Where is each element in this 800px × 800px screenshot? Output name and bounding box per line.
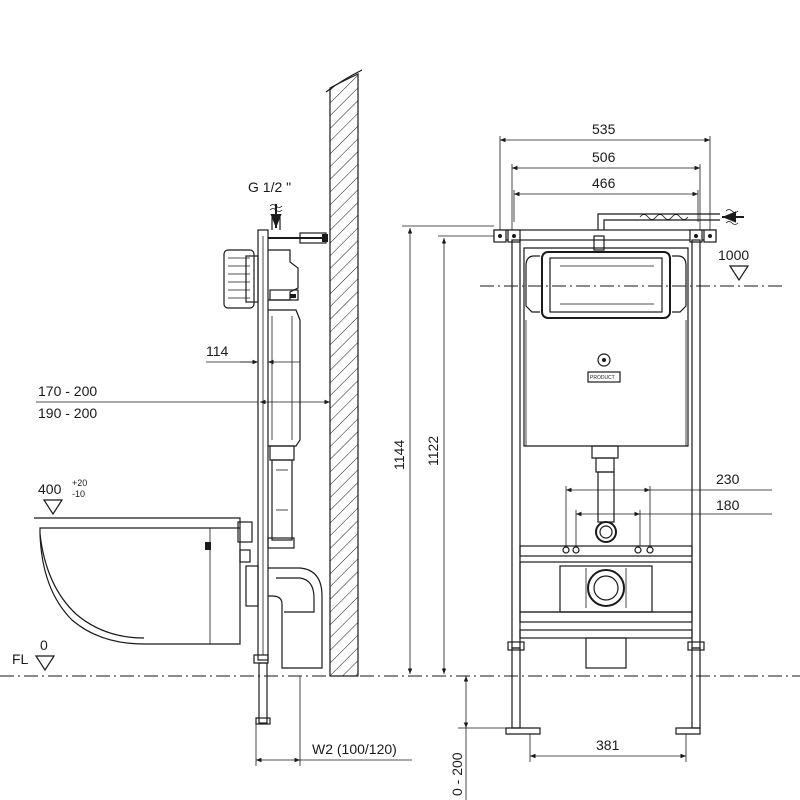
inlet-height-label: 1000 [718,247,749,263]
toilet-bowl [34,517,241,645]
front-right-leg [691,647,701,729]
front-view: 535 506 466 PRODUCT [391,121,786,762]
brand-badge [587,371,621,383]
width-mid-label: 506 [592,149,616,165]
bolt-inner-label: 180 [716,497,740,513]
floor-zero-label: 0 [40,637,48,653]
side-cistern [268,309,301,447]
side-frame-leg [258,662,268,724]
frame-depth-label: 114 [206,343,229,359]
width-outer-label: 535 [592,121,616,137]
badge-label: PRODUCT [590,375,615,381]
drain-elbow [268,567,323,669]
bolt-outer-label: 230 [716,471,740,487]
brand-logo-icon [597,353,611,367]
wall-section [329,73,359,677]
inlet-height-marker-icon [728,265,750,282]
width-inner-label: 466 [592,175,616,191]
inspection-window [541,251,671,319]
bowl-tolerance-plus: +20 [72,478,87,488]
floor-level-marker-icon [34,655,56,672]
supply-pipe [597,213,720,230]
water-inlet-label: G 1/2 " [248,179,291,195]
bowl-height-label: 400 [38,481,62,497]
bowl-tolerance-minus: -10 [72,489,85,499]
side-view: 400 +20 -10 0 FL G 1/2 " 114 170 - 200 1… [12,69,520,800]
front-top-rail [493,229,717,241]
frame-height-inner-label: 1122 [425,436,441,466]
front-cistern [523,247,689,447]
drain-outlet [587,569,625,607]
wall-gap-label-1: 170 - 200 [38,383,97,399]
bolt-crossbar [519,545,693,557]
bowl-height-marker-icon [42,499,64,516]
flush-button-housing [223,249,255,309]
wall-depth-label: W2 (100/120) [312,741,397,757]
frame-height-label: 1144 [391,440,407,470]
front-frame-left-rail [511,239,521,649]
flush-outlet [595,521,617,543]
front-frame-right-rail [691,239,701,649]
leg-spacing-label: 381 [596,737,620,753]
floor-level-label: FL [12,651,29,667]
leg-adjust-label: 0 - 200 [449,752,465,796]
side-frame-rail [257,229,269,661]
wall-gap-label-2: 190 - 200 [38,405,97,421]
front-left-leg [511,647,521,729]
